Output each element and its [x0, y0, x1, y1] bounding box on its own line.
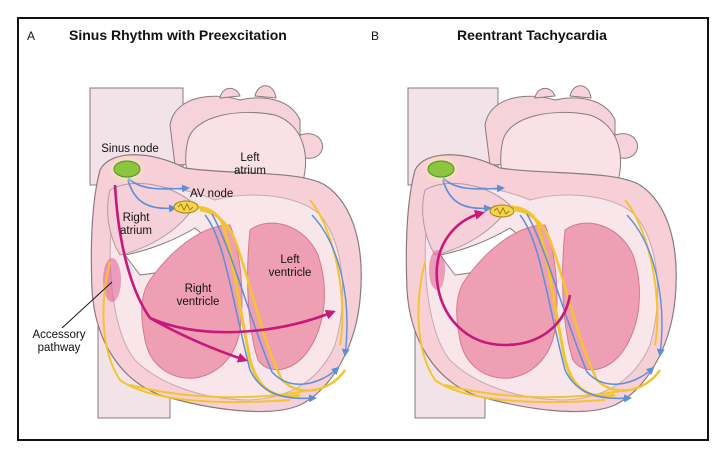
- accessory-pathway-label-line2: pathway: [37, 342, 81, 354]
- heart-a: [61, 85, 362, 419]
- right-atrium-label: Right atrium: [108, 212, 164, 238]
- av-node-label: AV node: [190, 188, 234, 200]
- right-ventricle-label-line1: Right: [184, 283, 212, 295]
- accessory-pathway-label-line1: Accessory: [32, 329, 86, 341]
- right-ventricle-label-line2: ventricle: [176, 296, 220, 308]
- left-atrium-label: Left atrium: [222, 152, 278, 178]
- sinus-node-label: Sinus node: [101, 143, 159, 155]
- right-atrium-label-line1: Right: [122, 212, 150, 224]
- panel-b-title: Reentrant Tachycardia: [457, 27, 607, 43]
- right-atrium-label-line2: atrium: [120, 225, 152, 237]
- left-ventricle-label: Left ventricle: [255, 254, 325, 280]
- right-ventricle-label: Right ventricle: [163, 283, 233, 309]
- heart-b: [405, 85, 677, 419]
- accessory-pathway-label: Accessory pathway: [24, 329, 94, 355]
- left-atrium-label-line1: Left: [240, 152, 260, 164]
- left-ventricle-label-line1: Left: [280, 254, 300, 266]
- panel-a-title: Sinus Rhythm with Preexcitation: [69, 27, 287, 43]
- panel-b-letter: B: [371, 29, 380, 43]
- panel-a-letter: A: [27, 29, 36, 43]
- left-atrium-label-line2: atrium: [234, 165, 266, 177]
- left-ventricle-label-line2: ventricle: [268, 267, 312, 279]
